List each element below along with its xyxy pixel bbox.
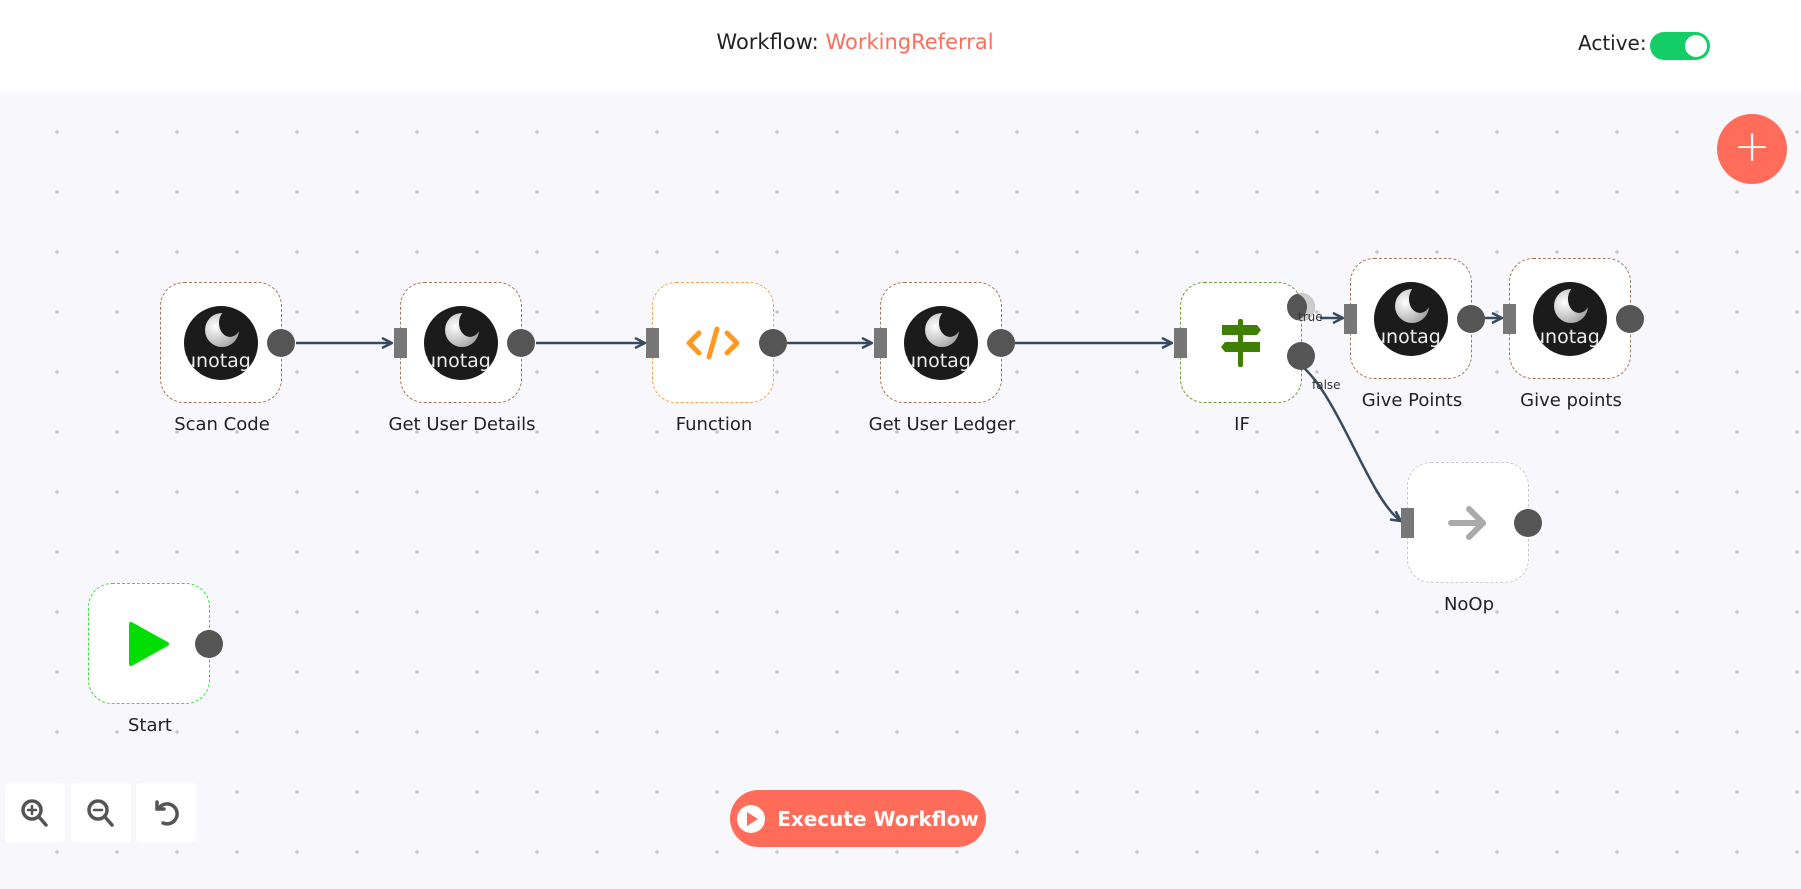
- header: Workflow: WorkingReferral Active:: [0, 0, 1801, 92]
- output-handle[interactable]: [1514, 509, 1542, 537]
- output-handle-false[interactable]: [1287, 342, 1315, 370]
- play-icon: [89, 584, 209, 703]
- arrow-right-icon: [1408, 463, 1528, 582]
- workflow-canvas[interactable]: [0, 92, 1801, 889]
- play-circle-icon: [737, 804, 766, 833]
- node-noop[interactable]: NoOp: [1401, 462, 1542, 615]
- zoom-in-icon: [21, 798, 48, 827]
- reset-zoom-button[interactable]: [136, 783, 196, 842]
- node-get-user-details[interactable]: unotag Get User Details: [389, 282, 535, 435]
- active-toggle[interactable]: [1650, 32, 1710, 60]
- node-label: Give Points: [1361, 390, 1463, 411]
- node-get-user-ledger[interactable]: unotag Get User Ledger: [869, 282, 1015, 435]
- node-give-points-2[interactable]: unotag Give points: [1503, 258, 1644, 411]
- input-handle[interactable]: [1344, 304, 1357, 334]
- toggle-knob: [1685, 35, 1707, 57]
- unotag-logo-icon: unotag: [184, 306, 258, 380]
- output-handle[interactable]: [267, 329, 295, 357]
- reset-icon: [155, 799, 179, 826]
- node-scan-code[interactable]: unotag Scan Code: [160, 282, 295, 435]
- add-node-button[interactable]: +: [1717, 114, 1787, 184]
- node-label: IF: [1234, 414, 1250, 435]
- node-start[interactable]: Start: [88, 583, 223, 736]
- output-handle[interactable]: [1616, 305, 1644, 333]
- output-handle[interactable]: [507, 329, 535, 357]
- title-prefix: Workflow:: [716, 30, 819, 54]
- node-label: NoOp: [1443, 594, 1495, 615]
- node-label: Give points: [1520, 390, 1622, 411]
- node-label: Function: [675, 414, 753, 435]
- node-label: Scan Code: [174, 414, 270, 435]
- signpost-icon: [1181, 283, 1301, 402]
- workflow-name[interactable]: WorkingReferral: [825, 30, 994, 54]
- unotag-logo-icon: unotag: [1374, 282, 1448, 356]
- unotag-logo-icon: unotag: [1533, 282, 1607, 356]
- input-handle[interactable]: [1401, 508, 1414, 538]
- node-label: Start: [128, 715, 172, 736]
- zoom-out-icon: [87, 798, 114, 827]
- input-handle[interactable]: [394, 328, 407, 358]
- execute-label: Execute Workflow: [777, 806, 979, 831]
- unotag-logo-icon: unotag: [904, 306, 978, 380]
- edge-label-false: false: [1312, 378, 1341, 392]
- input-handle[interactable]: [646, 328, 659, 358]
- node-label: Get User Details: [388, 414, 536, 435]
- workflow-title: Workflow: WorkingReferral: [0, 30, 1710, 54]
- node-function[interactable]: Function: [646, 282, 787, 435]
- output-handle[interactable]: [195, 630, 223, 658]
- unotag-logo-icon: unotag: [424, 306, 498, 380]
- output-handle[interactable]: [987, 329, 1015, 357]
- output-handle[interactable]: [1457, 305, 1485, 333]
- input-handle[interactable]: [874, 328, 887, 358]
- node-label: Get User Ledger: [868, 414, 1016, 435]
- edge-label-true: true: [1298, 310, 1323, 324]
- code-icon: [653, 283, 773, 402]
- active-label: Active:: [1578, 31, 1647, 55]
- edge-false: [1302, 366, 1401, 521]
- node-give-points[interactable]: unotag Give Points: [1344, 258, 1485, 411]
- input-handle[interactable]: [1503, 304, 1516, 334]
- input-handle[interactable]: [1174, 328, 1187, 358]
- execute-workflow-button[interactable]: Execute Workflow: [730, 790, 986, 847]
- zoom-in-button[interactable]: [5, 783, 65, 842]
- zoom-out-button[interactable]: [71, 783, 131, 842]
- output-handle-true[interactable]: [1287, 293, 1315, 321]
- output-handle[interactable]: [759, 329, 787, 357]
- node-if[interactable]: IF: [1174, 282, 1315, 435]
